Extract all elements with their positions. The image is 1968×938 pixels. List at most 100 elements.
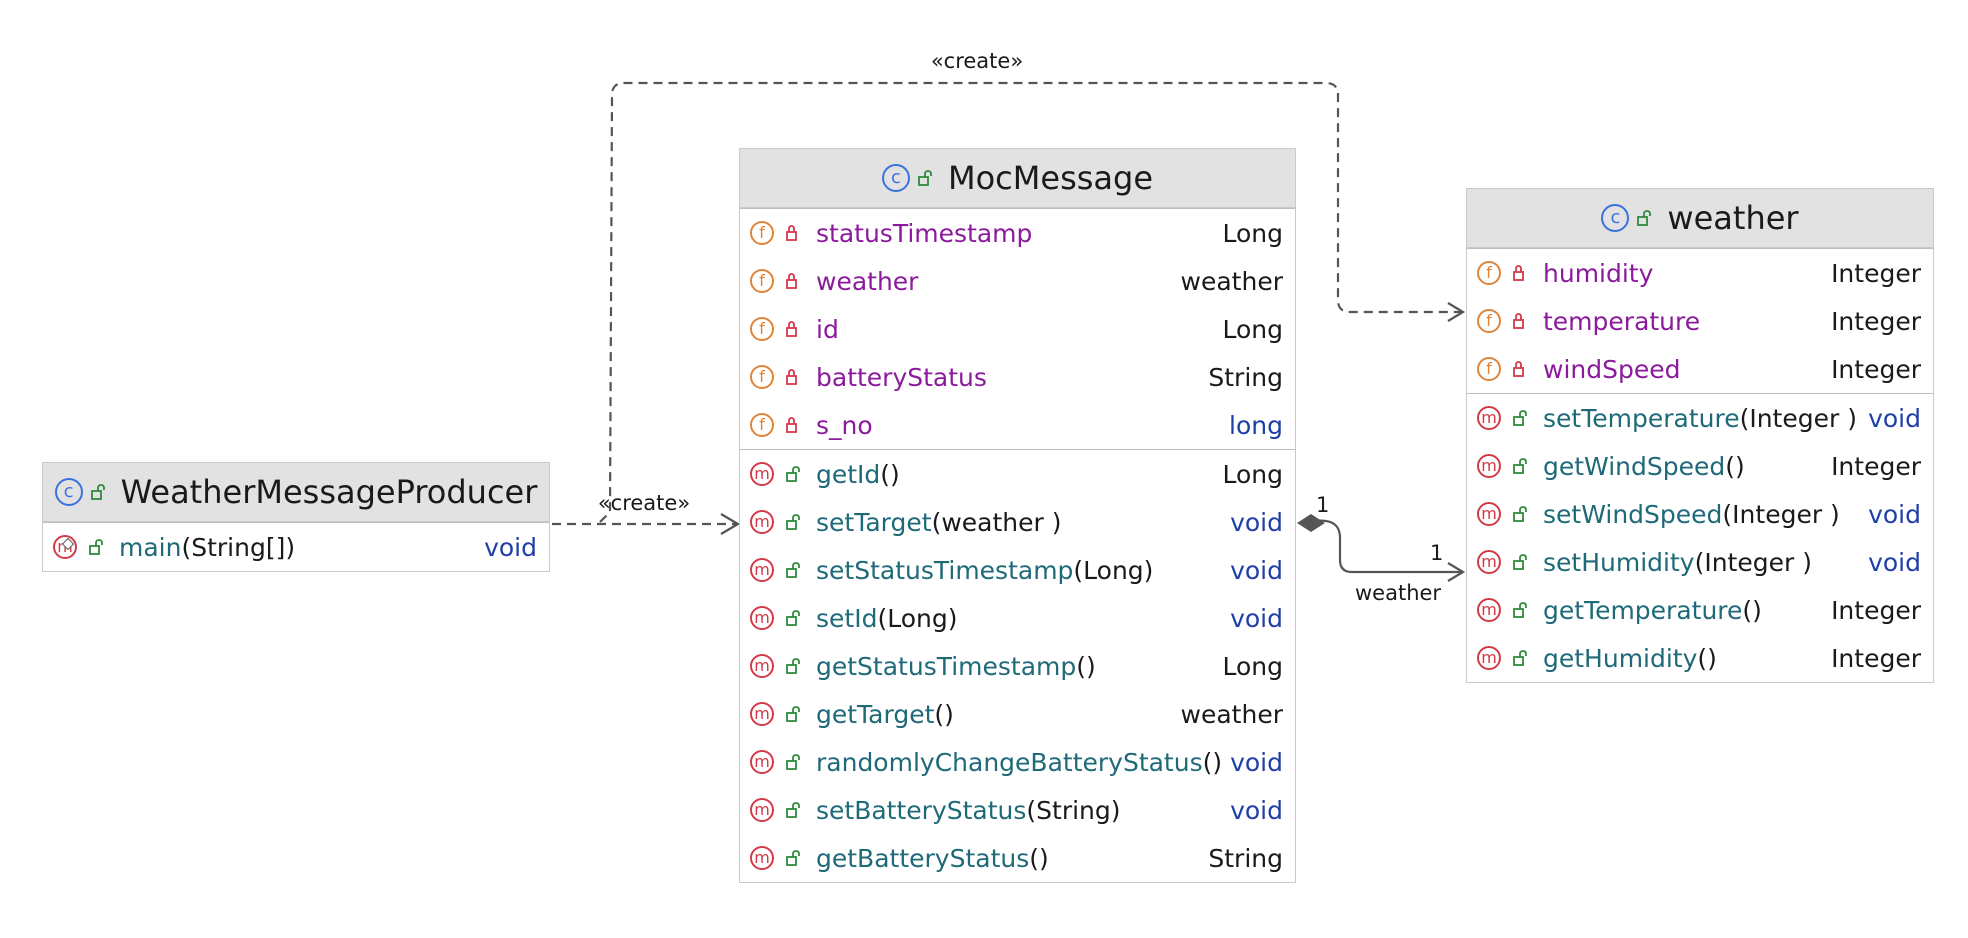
method-row[interactable]: mmain(String[])void — [43, 523, 549, 571]
unlocked-icon — [918, 170, 932, 186]
class-name: MocMessage — [947, 159, 1154, 197]
unlocked-icon — [786, 802, 800, 818]
create-dependency-top-arrowhead — [1447, 302, 1466, 322]
method-return-type: Long — [1222, 459, 1284, 489]
method-return-type: weather — [1180, 699, 1283, 729]
unlocked-icon — [786, 466, 800, 482]
method-return-type: void — [1868, 547, 1921, 577]
field-icon: f — [1477, 261, 1501, 285]
method-name: getId — [816, 459, 881, 489]
method-return-type: void — [1868, 403, 1921, 433]
field-name: batteryStatus — [816, 362, 987, 392]
field-name: windSpeed — [1543, 354, 1681, 384]
method-icon: m — [750, 558, 774, 582]
class-icon: c — [881, 164, 910, 192]
unlocked-icon — [786, 514, 800, 530]
method-name: setTarget — [816, 507, 932, 537]
create-dependency-top[interactable] — [599, 81, 1462, 523]
unlocked-icon — [1513, 554, 1527, 570]
unlocked-icon — [1513, 458, 1527, 474]
method-name: getStatusTimestamp — [816, 651, 1077, 681]
method-name: setWindSpeed — [1543, 499, 1723, 529]
method-icon: m — [1477, 502, 1501, 526]
composition-role-label: weather — [1355, 581, 1441, 605]
method-params: () — [1697, 643, 1717, 673]
field-name: humidity — [1543, 258, 1654, 288]
class-name: weather — [1667, 199, 1799, 237]
create-top-label: «create» — [931, 49, 1023, 73]
method-name: getTemperature — [1543, 595, 1743, 625]
unlocked-icon — [1513, 650, 1527, 666]
field-icon: f — [1477, 309, 1501, 333]
method-params: () — [1029, 843, 1049, 873]
method-return-type: void — [484, 532, 537, 562]
lock-icon — [786, 225, 797, 241]
unlocked-icon — [786, 706, 800, 722]
method-name: randomlyChangeBatteryStatus — [816, 747, 1203, 777]
method-return-type: Integer — [1831, 643, 1921, 673]
lock-icon — [786, 273, 797, 289]
class-weather-message-producer[interactable]: cWeatherMessageProducermmain(String[])vo… — [42, 462, 550, 572]
lock-icon — [1513, 265, 1524, 281]
class-header[interactable]: c MocMessage — [740, 149, 1295, 208]
field-type: weather — [1180, 266, 1283, 296]
field-icon: f — [750, 221, 774, 245]
class-icon: c — [54, 478, 83, 506]
method-icon: m — [1477, 598, 1501, 622]
lock-icon — [786, 369, 797, 385]
method-return-type: Integer — [1831, 451, 1921, 481]
method-params: () — [1725, 451, 1745, 481]
method-name: getHumidity — [1543, 643, 1698, 673]
field-row[interactable]: f id Long — [740, 305, 1295, 353]
unlocked-icon — [786, 850, 800, 866]
methods-section: mmain(String[])void — [43, 522, 549, 571]
method-params: (Integer ) — [1694, 547, 1812, 577]
method-name: getWindSpeed — [1543, 451, 1726, 481]
field-type: Long — [1222, 314, 1284, 344]
method-icon: m — [750, 462, 774, 486]
field-name: id — [816, 314, 839, 344]
unlocked-icon — [1513, 506, 1527, 522]
field-icon: f — [1477, 357, 1501, 381]
composition-link[interactable] — [1314, 519, 1463, 574]
field-name: weather — [816, 266, 919, 296]
method-name: main — [119, 532, 182, 562]
composition-diamond-icon — [1297, 514, 1325, 532]
unlocked-icon — [1513, 410, 1527, 426]
field-icon: f — [750, 317, 774, 341]
method-params: () — [1202, 747, 1223, 777]
method-name: getTarget — [816, 699, 935, 729]
method-params: (Long) — [877, 603, 958, 633]
method-return-type: void — [1230, 603, 1283, 633]
composition-arrowhead — [1447, 562, 1466, 582]
